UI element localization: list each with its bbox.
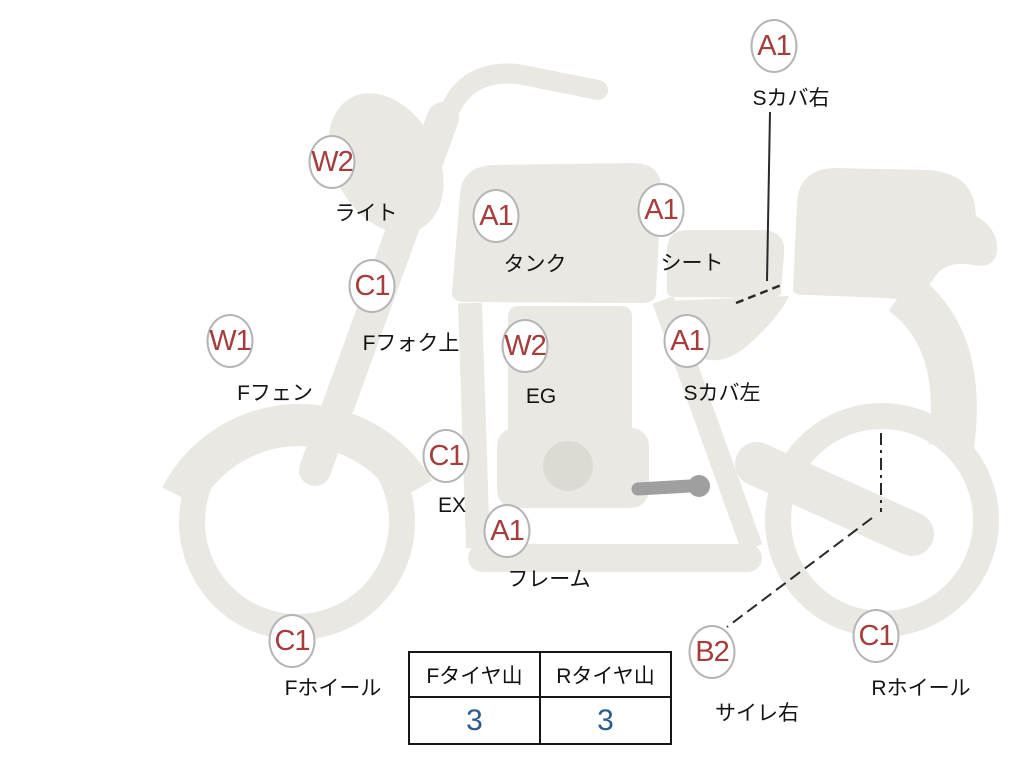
marker-code: A1 — [479, 199, 513, 232]
marker-code: A1 — [670, 324, 704, 357]
marker-code: C1 — [858, 619, 894, 652]
marker-code: A1 — [490, 514, 524, 547]
marker-scover-right: A1 — [750, 19, 798, 73]
label-exhaust: EX — [437, 494, 467, 517]
label-front-fender: Fフェン — [237, 382, 313, 405]
marker-code: W2 — [311, 145, 353, 178]
marker-seat: A1 — [637, 183, 685, 237]
label-engine: EG — [525, 385, 557, 408]
label-rear-wheel: Rホイール — [871, 677, 971, 700]
marker-rear-wheel: C1 — [852, 609, 900, 663]
silencer-shape — [735, 442, 934, 556]
tire-table-value-rear: 3 — [597, 703, 614, 737]
label-tank: タンク — [503, 253, 567, 276]
marker-code: A1 — [757, 29, 791, 62]
tire-table-header-front: Fタイヤ山 — [410, 653, 541, 696]
marker-code: C1 — [354, 269, 390, 302]
label-front-fork-upper: Fフォク上 — [362, 332, 460, 355]
marker-code: A1 — [644, 193, 678, 226]
rear-cowl-shape — [793, 168, 998, 299]
label-light: ライト — [334, 202, 398, 225]
label-seat: シート — [660, 252, 724, 275]
marker-code: B2 — [695, 635, 729, 668]
marker-code: C1 — [428, 439, 464, 472]
marker-frame: A1 — [483, 504, 531, 558]
leader-line-silencer-diagonal — [726, 517, 873, 628]
marker-front-wheel: C1 — [268, 614, 316, 668]
marker-code: C1 — [274, 624, 310, 657]
marker-code: W2 — [504, 329, 546, 362]
marker-exhaust: C1 — [422, 429, 470, 483]
tire-table-value-front: 3 — [410, 698, 541, 743]
tire-table: Fタイヤ山 Rタイヤ山 3 3 — [408, 651, 672, 745]
seat-shape — [667, 230, 785, 298]
tire-table-header-rear: Rタイヤ山 — [556, 664, 655, 688]
leader-line-scover-right — [766, 111, 771, 282]
marker-code: W1 — [209, 324, 251, 357]
frame-downtube-shape — [458, 302, 490, 549]
rear-fender-shape — [887, 273, 977, 451]
marker-scover-left: A1 — [663, 314, 711, 368]
tire-table-header-row: Fタイヤ山 Rタイヤ山 — [410, 653, 670, 698]
front-fender-shape — [162, 404, 433, 508]
tire-table-value-row: 3 3 — [410, 698, 670, 743]
label-scover-left: Sカバ左 — [683, 382, 761, 405]
label-front-wheel: Fホイール — [284, 677, 382, 700]
leader-dash-scover-right — [735, 282, 785, 305]
label-silencer-right: サイレ右 — [715, 702, 799, 725]
label-scover-right: Sカバ右 — [752, 87, 830, 110]
marker-front-fork-upper: C1 — [348, 259, 396, 313]
handlebar-shape — [431, 63, 608, 140]
marker-engine: W2 — [501, 319, 549, 373]
marker-light: W2 — [308, 135, 356, 189]
engine-cover-shape — [543, 441, 593, 491]
marker-silencer-right: B2 — [688, 625, 736, 679]
kick-pedal-shape — [631, 479, 697, 496]
marker-front-fender: W1 — [206, 314, 254, 368]
footpeg-shape — [688, 475, 710, 497]
label-frame: フレーム — [507, 568, 591, 591]
marker-tank: A1 — [472, 189, 520, 243]
headlight-shape — [328, 93, 444, 233]
